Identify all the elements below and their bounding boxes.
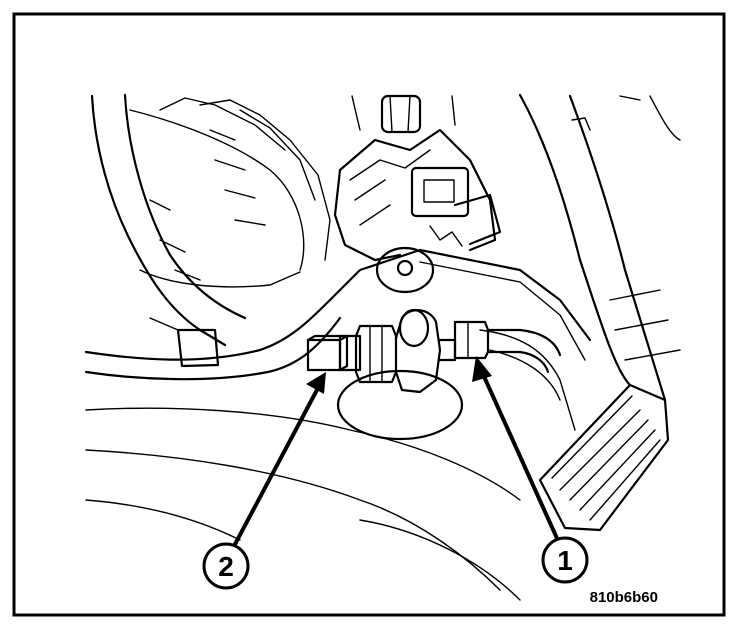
- callout-1-label: 1: [557, 545, 573, 576]
- accelerator-pedal: [518, 93, 681, 532]
- callout-2-arrowhead: [306, 372, 326, 394]
- callout-1-leader: [480, 371, 562, 546]
- brake-lamp-switch: [306, 308, 562, 441]
- callout-1-circle: [541, 536, 589, 584]
- callout-2-leader: [231, 387, 320, 549]
- floor-contours: [85, 407, 521, 601]
- callout-2-label: 2: [218, 551, 234, 582]
- cable-lines: [84, 248, 592, 431]
- callout-1: 1: [472, 356, 589, 584]
- callout-2: 2: [202, 372, 326, 590]
- callout-1-arrowhead: [472, 356, 492, 382]
- figure-border: [12, 12, 726, 617]
- switch-mounting-bracket: [333, 94, 502, 294]
- brake-pedal-assembly: [90, 93, 331, 368]
- figure-code: 810b6b60: [590, 589, 658, 606]
- callout-2-circle: [202, 542, 250, 590]
